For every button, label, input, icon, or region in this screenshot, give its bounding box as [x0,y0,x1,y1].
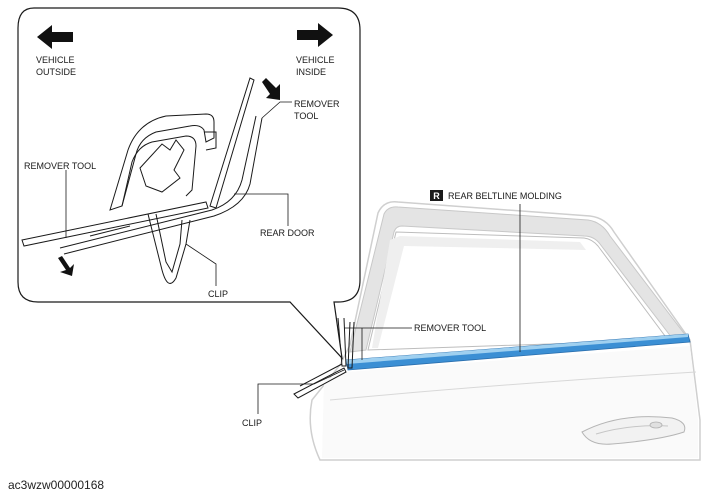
rear-beltline-molding-label: REAR BELTLINE MOLDING [448,191,562,201]
rear-badge-text: R [433,191,440,201]
window-inner-edge [372,236,586,348]
rear-door-label: REAR DOOR [260,228,315,238]
door-panel-section [59,115,263,255]
remover-tool-top-label: REMOVER TOOL [294,99,342,121]
leader-remover-tool-top [261,101,292,119]
clip-frame-inner [121,135,197,207]
clip-main-label: CLIP [242,418,262,428]
vehicle-inside-label: VEHICLE INSIDE [296,55,337,77]
remover-tool-left-label: REMOVER TOOL [24,161,96,171]
arrow-right-icon [297,23,333,47]
clip-legs [147,213,191,284]
arrow-diagonal-icon [262,78,280,100]
rear-beltline-molding-highlight [346,334,688,364]
vehicle-outside-label: VEHICLE OUTSIDE [36,55,77,77]
leader-clip-detail [185,243,217,286]
clip-arrowhead [139,139,185,193]
remover-tool-b [347,321,355,369]
remover-tool-d [299,363,343,387]
clip-detail-drawing [109,113,217,284]
detail-leader-lines [65,101,292,286]
door-crease [329,371,697,401]
clip-tab [204,131,217,151]
clip-frame [109,113,215,211]
remover-tool-main-label: REMOVER TOOL [414,323,486,333]
leader-clip-main [257,369,345,414]
figure-code: ac3wzw00000168 [8,478,105,492]
detail-remover-tool-right [209,77,255,209]
rear-door-illustration [309,200,701,461]
detail-remover-tools [21,77,255,247]
leader-rear-door [234,193,289,226]
clip-detail-label: CLIP [208,289,228,299]
detail-remover-tool-left [21,201,209,247]
arrow-left-icon [37,25,73,49]
arrow-down-icon [58,256,74,276]
clip-legs-inner [155,213,183,274]
leader-remover-tool-main [344,327,412,360]
remover-tool-c [293,367,347,399]
door-handle [581,416,686,445]
detail-remover-tool-left-tip [89,225,131,237]
rear-badge [430,190,443,201]
window-opening [367,231,669,351]
